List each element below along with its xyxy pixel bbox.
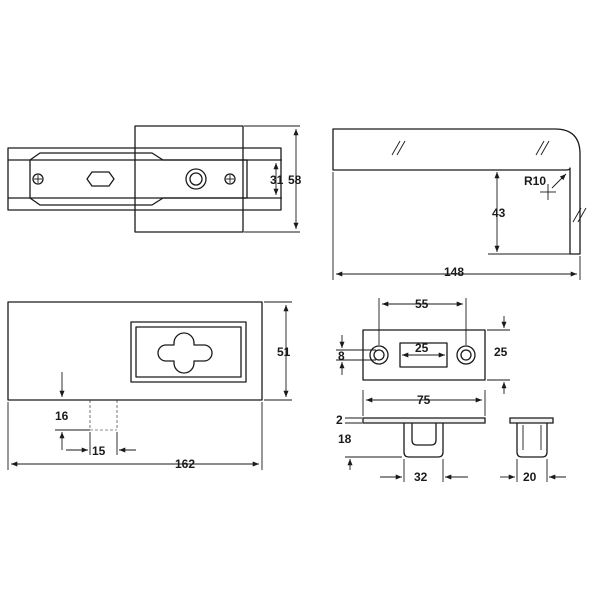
dim-label-58: 58 xyxy=(288,173,302,187)
glass-hatch xyxy=(391,140,587,223)
front-view: 51 16 15 162 xyxy=(7,301,292,471)
side-box xyxy=(516,423,548,458)
dim-label-51: 51 xyxy=(277,345,291,359)
lock-recess-outer xyxy=(130,321,247,383)
strike-slot xyxy=(399,342,448,368)
plan-view: 31 58 xyxy=(7,125,302,233)
dim-label-75: 75 xyxy=(417,393,431,407)
dim-label-25-height: 25 xyxy=(494,345,508,359)
dim-label-43: 43 xyxy=(492,206,506,220)
back-plate-outline xyxy=(134,125,244,233)
mounting-plate xyxy=(29,152,248,206)
strike-flange xyxy=(362,417,486,424)
body-outer xyxy=(7,147,282,211)
dim-label-162: 162 xyxy=(175,457,195,471)
strike-box-inner xyxy=(411,423,437,446)
strike-plate xyxy=(362,329,486,381)
strike-hole-right xyxy=(456,345,476,365)
strike-box-view: 75 2 18 32 xyxy=(336,390,486,484)
strike-plate-view: 55 25 8 25 xyxy=(336,297,510,394)
dim-label-15: 15 xyxy=(92,444,106,458)
dim-label-18: 18 xyxy=(338,432,352,446)
screw-right-icon xyxy=(224,173,236,185)
strike-hole-left xyxy=(369,345,389,365)
side-flange xyxy=(509,417,554,424)
front-plate xyxy=(7,301,263,401)
dim-label-148: 148 xyxy=(444,265,464,279)
strike-box xyxy=(403,423,444,458)
profile-view: R10 43 148 xyxy=(332,128,587,280)
round-bolt xyxy=(185,168,207,190)
dim-label-32: 32 xyxy=(414,470,428,484)
screw-left-icon xyxy=(32,173,44,185)
dim-label-20: 20 xyxy=(523,470,537,484)
hex-nut xyxy=(86,171,115,187)
dim-label-55: 55 xyxy=(415,297,429,311)
dim-label-slot-25: 25 xyxy=(415,341,429,355)
keyhole-cylinder-icon xyxy=(157,332,213,374)
strike-side-view: 20 xyxy=(500,417,566,484)
dim-label-31: 31 xyxy=(270,173,284,187)
dim-label-2: 2 xyxy=(336,413,343,427)
dim-label-16: 16 xyxy=(55,409,69,423)
profile-outline xyxy=(332,128,581,255)
dim-label-radius: R10 xyxy=(524,174,546,188)
lock-recess-inner xyxy=(135,326,242,378)
dim-label-8: 8 xyxy=(338,349,345,363)
